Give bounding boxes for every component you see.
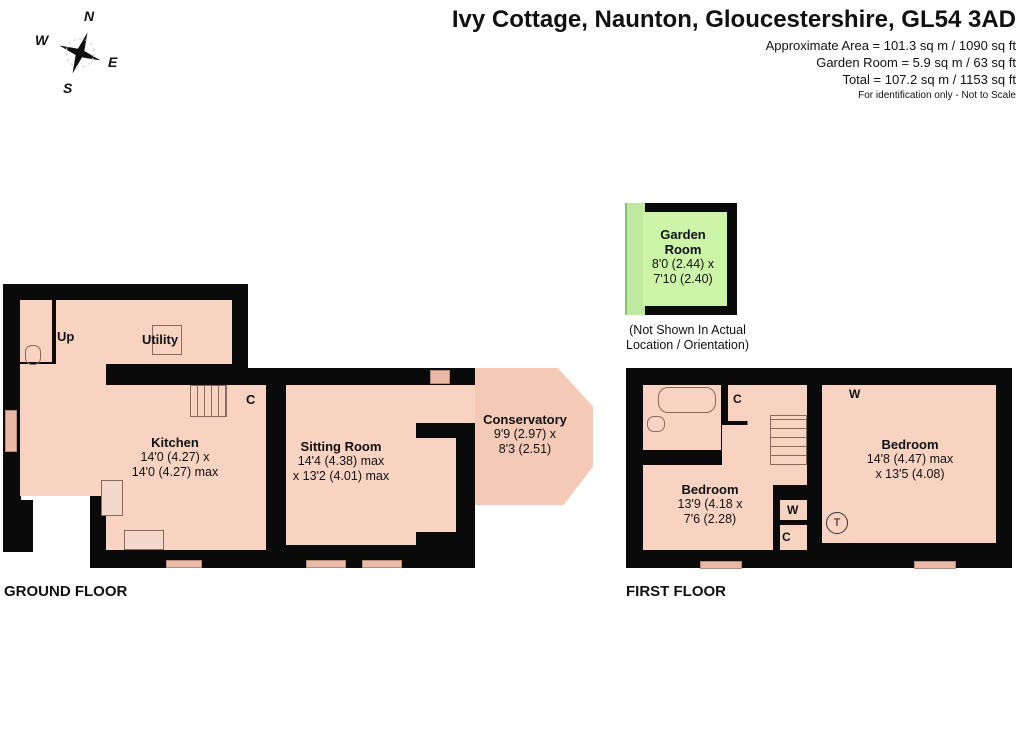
compass-e: E [108,54,118,70]
conservatory-room [475,368,593,505]
first-floor-label: FIRST FLOOR [626,583,726,600]
wardrobe-label-2: W [787,503,799,517]
bedroom-large [822,385,996,543]
kitchen-room [106,385,266,550]
bath-icon [658,387,716,413]
area-garden: Garden Room = 5.9 sq m / 63 sq ft [816,55,1016,70]
ground-floor-label: GROUND FLOOR [4,583,128,600]
stairs-up-label: Up [57,329,75,344]
cylinder-icon: T [826,512,848,534]
bedroom-small [643,465,773,550]
stairs-icon [190,385,227,417]
sitting-room [286,385,416,545]
compass-s: S [63,80,73,96]
cupboard-label-1: C [733,392,742,406]
cupboard-label: C [246,392,256,407]
sink-icon [124,530,164,550]
wardrobe-label-1: W [849,387,861,401]
utility-appliance-icon [152,325,182,355]
plan-title: Ivy Cottage, Naunton, Gloucestershire, G… [451,6,1016,33]
toilet-icon [647,416,665,432]
stairs-icon [770,415,807,465]
compass: N E S W [30,8,130,98]
compass-n: N [84,8,95,24]
hob-icon [101,480,123,516]
area-approx: Approximate Area = 101.3 sq m / 1090 sq … [765,38,1016,53]
toilet-icon [25,345,41,365]
disclaimer: For identification only - Not to Scale [858,90,1016,101]
compass-w: W [35,32,49,48]
cupboard [728,385,748,421]
compass-rose-icon [59,32,101,74]
utility-label: Utility [141,332,179,347]
cupboard-label-2: C [782,530,791,544]
garden-room [643,212,727,306]
utility-room [56,300,232,364]
area-total: Total = 107.2 sq m / 1153 sq ft [842,72,1016,87]
